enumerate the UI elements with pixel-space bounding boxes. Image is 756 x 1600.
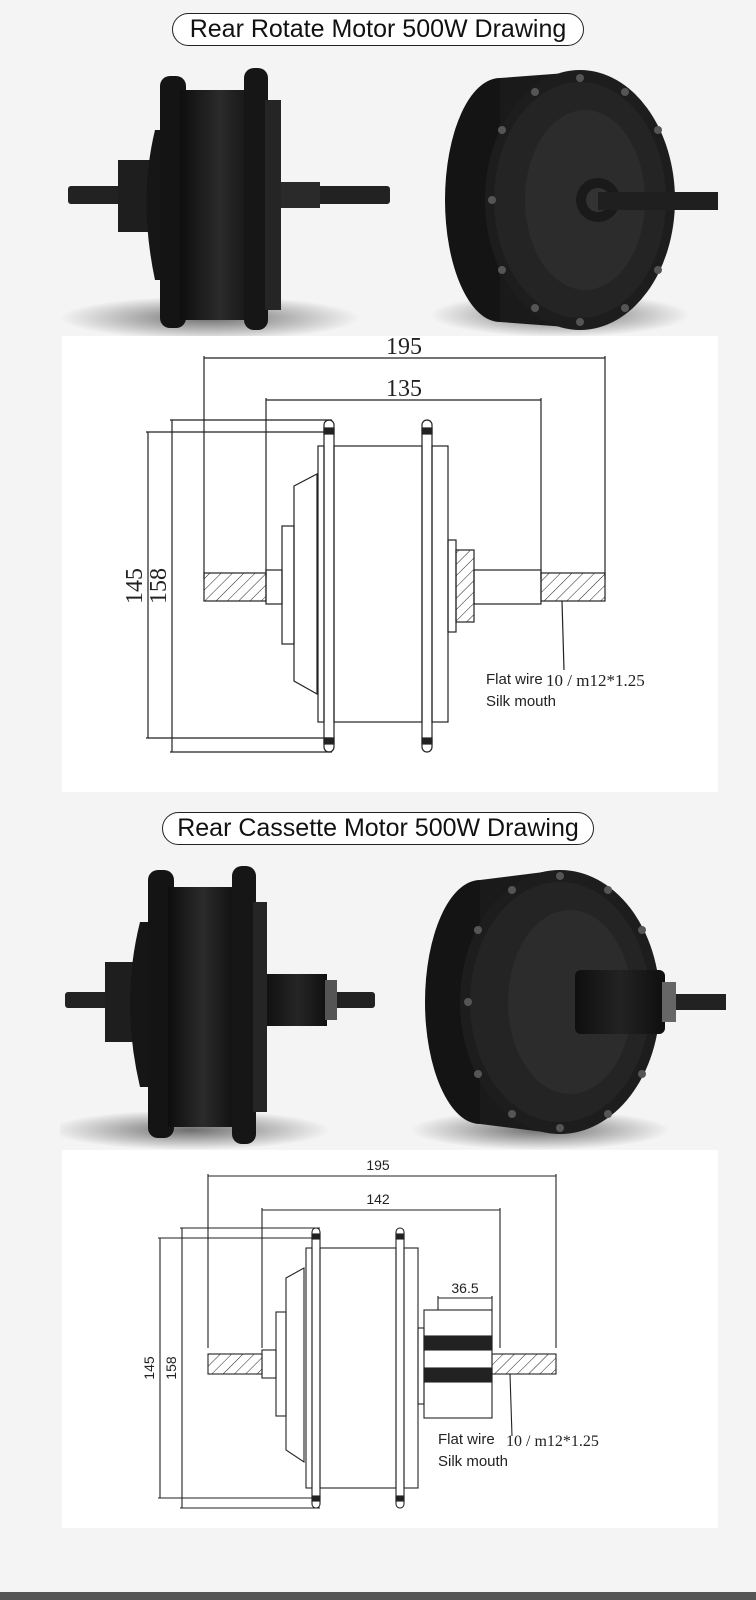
- bottom-bar: [0, 1592, 756, 1600]
- dim-overall-width: 195: [386, 336, 422, 360]
- dim-height-inner-2: 145: [141, 1356, 157, 1380]
- rotate-motor-drawing: 195 135 145 158 Flat wir: [62, 336, 718, 792]
- note-flat-wire: Flat wire: [486, 671, 543, 688]
- rotate-motor-side-photo: [60, 68, 390, 340]
- dim-cassette-width: 36.5: [451, 1280, 478, 1296]
- note-thread-spec: 10 / m12*1.25: [546, 671, 645, 690]
- note-silk-mouth: Silk mouth: [486, 693, 556, 710]
- dim-height-outer: 158: [146, 568, 172, 604]
- section1-title: Rear Rotate Motor 500W Drawing: [172, 13, 584, 46]
- dim-inner-width: 135: [386, 376, 422, 402]
- note-flat-wire-2: Flat wire: [438, 1431, 495, 1448]
- dim-height-outer-2: 158: [163, 1356, 179, 1380]
- dim-height-inner: 145: [122, 568, 148, 604]
- cassette-motor-angle-photo: [410, 870, 726, 1150]
- cassette-motor-side-photo: [60, 866, 375, 1150]
- note-silk-mouth-2: Silk mouth: [438, 1453, 508, 1470]
- section2-title: Rear Cassette Motor 500W Drawing: [162, 812, 594, 845]
- rotate-motor-angle-photo: [430, 70, 718, 337]
- note-thread-spec-2: 10 / m12*1.25: [506, 1433, 599, 1450]
- dim-inner-width-2: 142: [366, 1191, 390, 1207]
- cassette-motor-drawing: 195 142 145 158: [62, 1150, 718, 1528]
- dim-overall-width-2: 195: [366, 1157, 390, 1173]
